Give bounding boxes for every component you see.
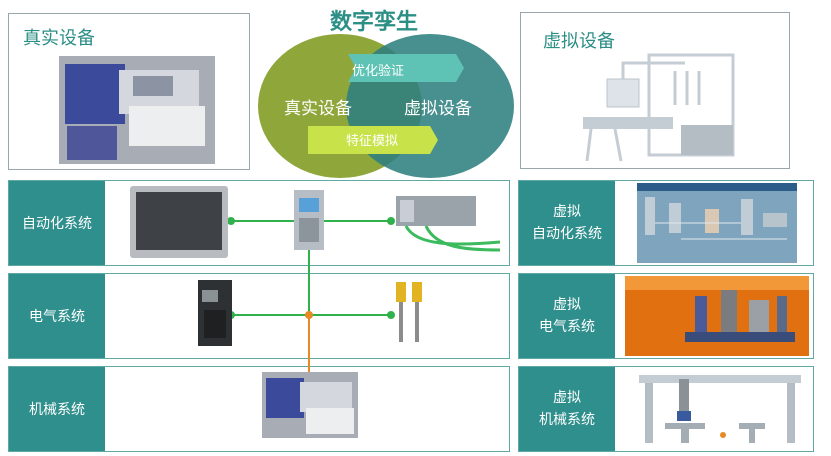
connector-plc-down [308,250,310,316]
virtual-equipment-title: 虚拟设备 [543,31,615,52]
page-title: 数字孪生 [330,10,419,35]
scada-screen-image [637,183,797,263]
venn-arrow-top-label: 优化验证 [352,64,405,79]
real-machine-photo [59,56,215,164]
connector-mechanical [308,316,310,376]
arrow-top-shape [348,54,464,82]
virtual-machine-drawing [583,53,735,162]
plc-controller-image [294,190,324,250]
hmi-panel-image [130,186,228,258]
virtual-electrical-image [625,276,809,356]
connector-plc-io [322,220,392,222]
row-virtual-automation-label: 虚拟 自动化系统 [519,181,615,265]
real-equipment-panel: 真实设备 [8,13,250,170]
venn-left-label: 真实设备 [284,99,352,119]
venn-right-label: 虚拟设备 [404,99,472,119]
venn-arrow-bottom-label: 特征模拟 [346,134,399,149]
node-dot [387,311,395,319]
row-electrical: 电气系统 [8,273,510,359]
mechanical-machine-image [262,372,358,438]
row-mechanical-label: 机械系统 [9,367,105,451]
row-automation-label: 自动化系统 [9,181,105,265]
twin-venn-diagram [258,34,514,178]
row-virtual-automation: 虚拟 自动化系统 [518,180,814,266]
arrow-bottom-shape [308,126,438,154]
row-virtual-mechanical-label: 虚拟 机械系统 [519,367,615,451]
row-virtual-mechanical: 虚拟 机械系统 [518,366,814,452]
connector-hmi-plc [230,220,302,222]
row-virtual-electrical-label: 虚拟 电气系统 [519,274,615,358]
node-dot [387,217,395,225]
gantry-robot-image [639,375,801,443]
io-module-image [396,196,500,252]
drive-unit-image [198,280,232,346]
sensor-probes-image [396,282,422,342]
row-virtual-electrical: 虚拟 电气系统 [518,273,814,359]
node-dot [227,217,235,225]
real-equipment-title: 真实设备 [23,28,95,49]
row-electrical-label: 电气系统 [9,274,105,358]
node-dot-orange [305,311,313,319]
virtual-equipment-panel: 虚拟设备 [520,12,790,169]
row-mechanical: 机械系统 [8,366,510,452]
